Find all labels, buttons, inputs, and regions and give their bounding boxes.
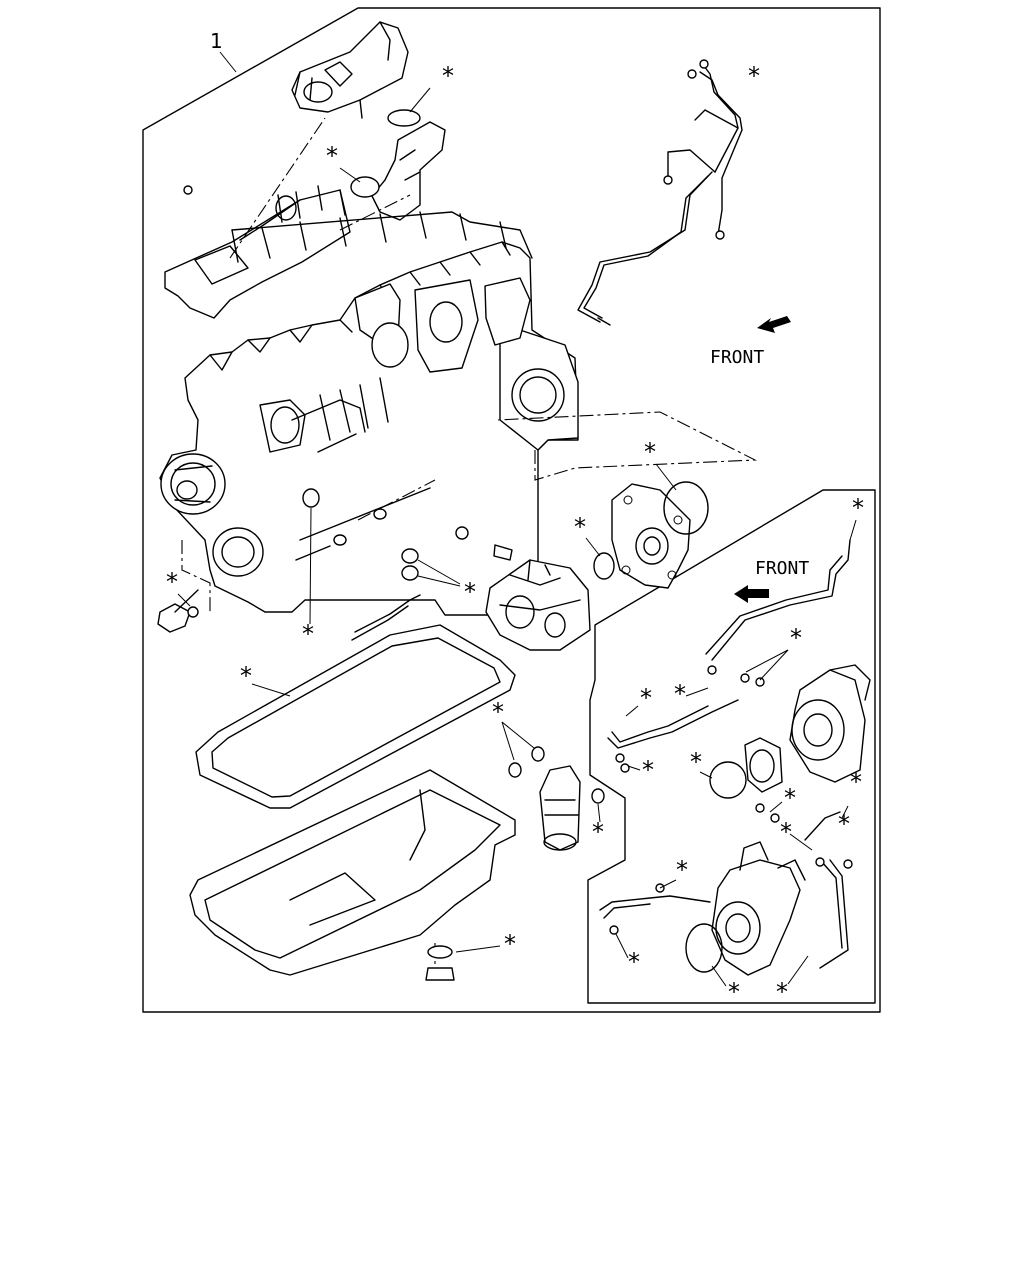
- kit-mark: *: [644, 438, 656, 466]
- kit-mark: *: [464, 578, 476, 606]
- front-arrow-inset: [734, 585, 769, 603]
- kit-mark: *: [574, 513, 586, 541]
- oil-pipe-left: [157, 488, 421, 641]
- kit-mark: *: [850, 768, 862, 796]
- kit-mark: *: [302, 620, 314, 648]
- front-label-main: FRONT: [710, 347, 764, 368]
- kit-marks: * * * * * * * * * * * * * * * * * *: [166, 62, 864, 1006]
- kit-mark: *: [642, 756, 654, 784]
- kit-mark: *: [492, 698, 504, 726]
- kit-mark: *: [852, 494, 864, 522]
- diagram-frame: [142, 7, 881, 1013]
- kit-mark: *: [784, 784, 796, 812]
- kit-mark: *: [838, 810, 850, 838]
- kit-mark: *: [240, 662, 252, 690]
- kit-mark: *: [504, 930, 516, 958]
- front-arrow-main: [757, 316, 791, 333]
- kit-mark: *: [676, 856, 688, 884]
- engine-block: [159, 211, 579, 616]
- injection-pump: [455, 526, 591, 651]
- turbo-inset-frame: [587, 489, 876, 1004]
- kit-mark: *: [592, 818, 604, 846]
- kit-mark: *: [628, 948, 640, 976]
- inset-pipes: [599, 539, 853, 969]
- item-number-leader: [219, 51, 237, 73]
- oil-pan-gasket: [195, 624, 516, 809]
- water-pump-housing: [593, 481, 709, 589]
- item-number-label: 1: [210, 29, 223, 53]
- kit-mark: *: [790, 624, 802, 652]
- kit-mark: *: [780, 818, 792, 846]
- kit-mark: *: [166, 568, 178, 596]
- kit-mark: *: [776, 978, 788, 1006]
- kit-mark: *: [728, 978, 740, 1006]
- kit-mark: *: [748, 62, 760, 90]
- oil-filter: [508, 746, 605, 851]
- kit-mark: *: [674, 680, 686, 708]
- turbocharger-assembly: [709, 664, 871, 799]
- kit-mark: *: [326, 142, 338, 170]
- injection-pipe-harness: [183, 59, 743, 326]
- oil-pan: [189, 769, 516, 981]
- thermostat-housing: [291, 21, 446, 221]
- intake-manifold-cover: [164, 185, 351, 319]
- kit-mark: *: [442, 62, 454, 90]
- front-label-inset: FRONT: [755, 558, 809, 579]
- kit-mark: *: [690, 748, 702, 776]
- air-compressor: [685, 841, 806, 976]
- kit-mark: *: [640, 684, 652, 712]
